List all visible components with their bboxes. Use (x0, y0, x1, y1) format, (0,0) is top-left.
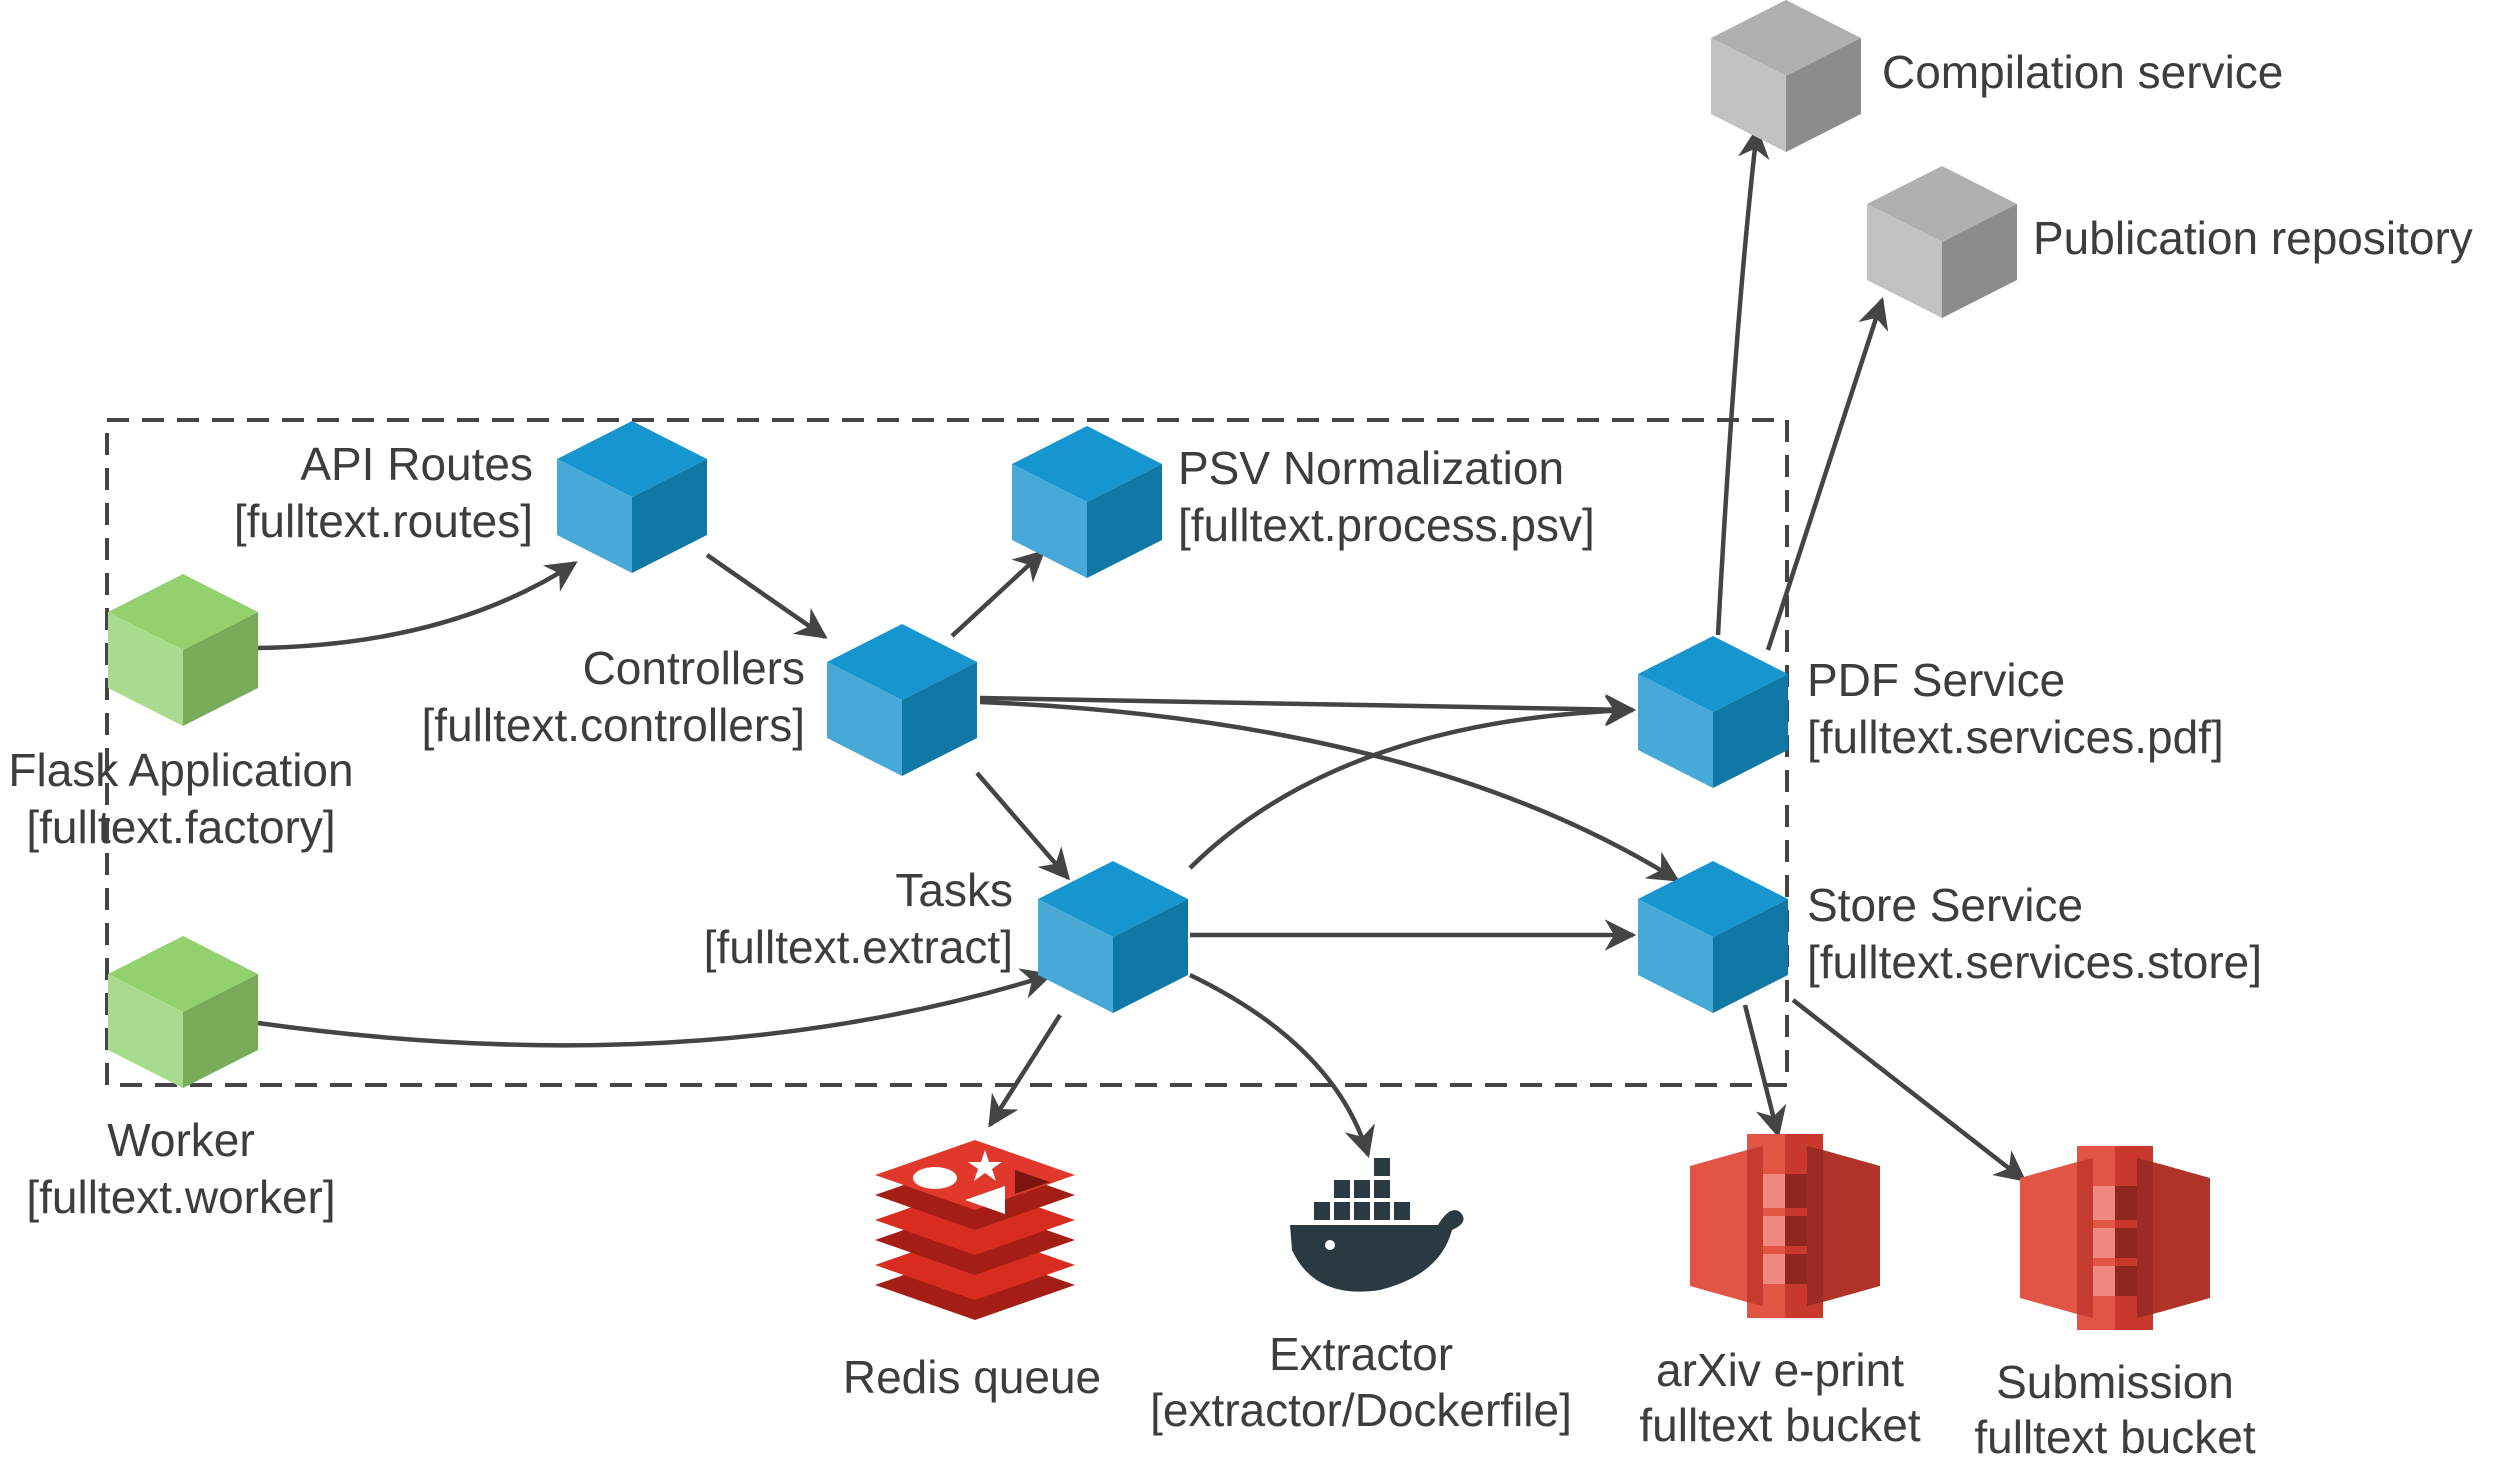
tasks-module: [fulltext.extract] (704, 921, 1013, 973)
compilation-service-title: Compilation service (1882, 46, 2283, 98)
flask-application-title: Flask Application (8, 744, 353, 796)
redis-icon (875, 1140, 1075, 1320)
edge-pdf-to-compilation (1715, 126, 1770, 636)
edge-controllers-to-pdf (979, 693, 1637, 726)
docker-whale-icon (1290, 1158, 1464, 1292)
pdf-service-cube-icon (1638, 636, 1788, 788)
submission-bucket-title: Submission (1996, 1356, 2234, 1408)
arxiv-bucket-title: arXiv e-print (1656, 1344, 1904, 1396)
edge-pdf-to-publication (1765, 297, 1889, 651)
flask-application-cube-icon (108, 574, 258, 726)
publication-repository-cube-icon (1867, 166, 2017, 318)
submission-bucket-module: fulltext bucket (1974, 1411, 2255, 1463)
edge-controllers-to-psv (950, 549, 1046, 638)
edge-store-to-submission (1791, 998, 2027, 1182)
api-routes-cube-icon (557, 421, 707, 573)
tasks-title: Tasks (895, 864, 1013, 916)
arxiv-bucket-module: fulltext bucket (1639, 1399, 1920, 1451)
worker-title: Worker (107, 1114, 254, 1166)
arxiv-bucket-s3-bucket-icon (1690, 1134, 1880, 1318)
compilation-service-cube-icon (1711, 0, 1861, 152)
psv-normalization-cube-icon (1012, 426, 1162, 578)
redis-queue-title: Redis queue (843, 1351, 1101, 1403)
edge-worker-to-tasks (257, 968, 1054, 1048)
store-service-module: [fulltext.services.store] (1807, 936, 2262, 988)
edges (257, 126, 2027, 1182)
edge-controllers-to-store (979, 699, 1680, 882)
controllers-title: Controllers (583, 642, 805, 694)
store-service-title: Store Service (1807, 879, 2083, 931)
edge-routes-to-controllers (705, 553, 828, 639)
extractor-title: Extractor (1269, 1328, 1453, 1380)
edge-flask-to-routes (257, 561, 578, 651)
edge-tasks-to-extractor (1189, 972, 1375, 1159)
edge-store-to-arxiv (1742, 1004, 1787, 1139)
submission-bucket-s3-bucket-icon (2020, 1146, 2210, 1330)
publication-repository-title: Publication repository (2033, 212, 2473, 264)
pdf-service-module: [fulltext.services.pdf] (1807, 711, 2224, 763)
controllers-cube-icon (827, 624, 977, 776)
flask-application-module: [fulltext.factory] (26, 801, 335, 853)
edge-tasks-to-redis (988, 1013, 1062, 1128)
psv-normalization-module: [fulltext.process.psv] (1178, 499, 1595, 551)
pdf-service-title: PDF Service (1807, 654, 2065, 706)
system-boundary (105, 418, 1789, 1087)
api-routes-module: [fulltext.routes] (234, 495, 533, 547)
psv-normalization-title: PSV Normalization (1178, 442, 1564, 494)
worker-module: [fulltext.worker] (26, 1171, 335, 1223)
controllers-module: [fulltext.controllers] (422, 699, 805, 751)
worker-cube-icon (108, 936, 258, 1088)
api-routes-title: API Routes (300, 438, 533, 490)
edge-tasks-to-pdf (1188, 695, 1637, 870)
extractor-module: [extractor/Dockerfile] (1150, 1384, 1572, 1436)
edge-controllers-to-tasks (975, 771, 1071, 881)
store-service-cube-icon (1638, 861, 1788, 1013)
tasks-cube-icon (1038, 861, 1188, 1013)
